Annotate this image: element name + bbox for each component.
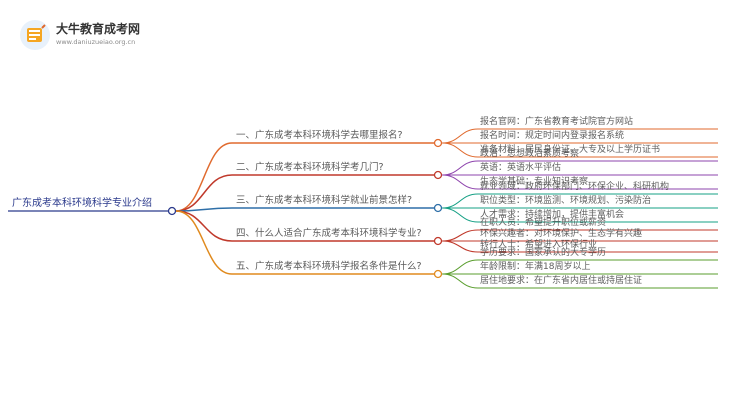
branch-label: 二、广东成考本科环境科学考几门? (236, 162, 384, 173)
leaf-label: 职位类型：环境监测、环境规划、污染防治 (480, 196, 652, 206)
leaf-label: 生态学基础：专业知识考察 (480, 177, 589, 187)
leaf-label: 在职人员：希望提升职位或薪资 (480, 218, 607, 228)
leaf-label: 年龄限制：年满18周岁以上 (480, 262, 591, 272)
branch-label: 一、广东成考本科环境科学去哪里报名? (236, 130, 403, 141)
leaf-connector (441, 229, 479, 242)
leaf-label: 环保兴趣者：对环境保护、生态学有兴趣 (480, 229, 643, 239)
leaf-connector (441, 207, 479, 223)
branch-connector (175, 210, 233, 275)
branch-collapse-toggle[interactable] (433, 236, 443, 246)
branch-collapse-toggle[interactable] (433, 138, 443, 148)
site-name: 大牛教育成考网 (56, 22, 141, 36)
leaf-connector (441, 160, 479, 176)
leaf-label: 人才需求：持续增加，提供丰富机会 (480, 210, 625, 220)
leaf-connector (441, 142, 479, 158)
leaf-label: 居住地要求：在广东省内居住或持居住证 (480, 276, 643, 286)
site-url: www.daniuzueiao.org.cn (56, 38, 136, 46)
root-collapse-toggle[interactable] (167, 206, 177, 216)
leaf-label: 英语：英语水平评估 (480, 163, 562, 173)
branch-label: 三、广东成考本科环境科学就业前景怎样? (236, 195, 413, 206)
leaf-label: 学历要求：国家承认的大专学历 (480, 248, 607, 258)
branch-collapse-toggle[interactable] (433, 170, 443, 180)
leaf-connector (441, 193, 479, 209)
leaf-connector (441, 259, 479, 275)
leaf-connector (441, 240, 479, 253)
leaf-label: 转行人士：希望进入环保行业 (480, 240, 598, 250)
branch-collapse-toggle[interactable] (433, 269, 443, 279)
branch-label: 四、什么人适合广东成考本科环境科学专业? (236, 228, 422, 239)
leaf-label: 报名官网：广东省教育考试院官方网站 (480, 117, 634, 127)
leaf-label: 准备材料：居民身份证、大专及以上学历证书 (480, 145, 661, 155)
leaf-connector (441, 273, 479, 289)
leaf-label: 政治：思想政治素质考察 (480, 149, 580, 159)
branch-connector (175, 174, 233, 212)
site-logo[interactable]: 大牛教育成考网 www.daniuzueiao.org.cn (18, 18, 218, 54)
branch-collapse-toggle[interactable] (433, 203, 443, 213)
branch-label: 五、广东成考本科环境科学报名条件是什么? (236, 261, 422, 272)
branch-connector (175, 210, 233, 242)
root-node-label: 广东成考本科环境科学专业介绍 (12, 198, 152, 209)
leaf-connector (441, 174, 479, 190)
leaf-label: 报名时间：规定时间内登录报名系统 (480, 131, 625, 141)
leaf-label: 就业领域：政府环保部门、环保企业、科研机构 (480, 182, 670, 192)
branch-connector (175, 142, 233, 212)
leaf-connector (441, 128, 479, 144)
book-icon (20, 20, 50, 50)
